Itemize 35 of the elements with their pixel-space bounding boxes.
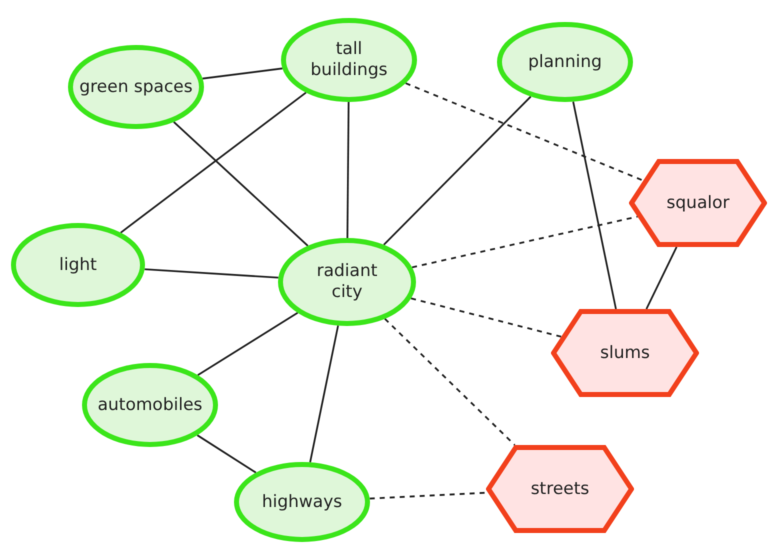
connector-line — [572, 102, 617, 310]
concept-ellipse — [68, 45, 204, 129]
connector-line — [202, 68, 282, 80]
connector-line — [309, 325, 339, 462]
connector-line — [383, 96, 532, 246]
concept-ellipse — [281, 18, 417, 102]
dashed-connector — [405, 82, 644, 182]
concept-ellipse — [278, 238, 416, 326]
node-label: planning — [527, 52, 603, 72]
problem-hexagon — [486, 445, 634, 533]
dashed-connector — [384, 318, 516, 446]
dashed-connector — [412, 216, 638, 268]
node-label: streets — [530, 478, 590, 500]
connector-line — [197, 312, 298, 376]
node-label: green spaces — [78, 76, 194, 98]
node-label: highways — [260, 492, 344, 512]
node-label: slums — [599, 342, 651, 364]
concept-ellipse — [234, 462, 370, 542]
dashed-connector — [410, 297, 562, 338]
node-label: radiant city — [316, 261, 378, 303]
concept-ellipse — [82, 363, 218, 447]
concept-ellipse — [497, 22, 633, 102]
node-label: light — [58, 254, 98, 276]
connector-line — [196, 434, 256, 474]
problem-hexagon — [551, 309, 699, 397]
connector-line — [120, 92, 307, 234]
connector-line — [144, 268, 278, 279]
connector-line — [173, 121, 308, 246]
problem-hexagon — [629, 159, 767, 247]
concept-ellipse — [11, 223, 145, 307]
node-label: automobiles — [96, 394, 204, 416]
node-label: tall buildings — [310, 39, 388, 81]
connector-line — [646, 246, 678, 310]
node-label: squalor — [666, 192, 730, 214]
connector-line — [346, 102, 350, 238]
